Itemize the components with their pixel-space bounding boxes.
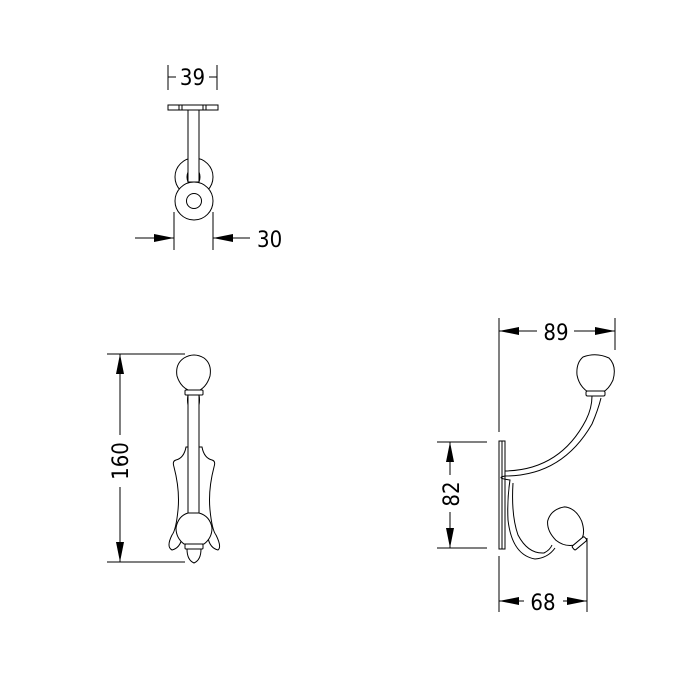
front-stem xyxy=(187,394,200,514)
upper-side-knob xyxy=(576,354,615,393)
dimension-82: 82 xyxy=(437,441,487,549)
dimension-160: 160 xyxy=(107,353,185,563)
dimension-label-lower-projection: 68 xyxy=(530,591,555,616)
front-view: 160 xyxy=(107,353,221,564)
lower-knob xyxy=(175,512,213,545)
dimension-39: 39 xyxy=(167,65,218,91)
top-view: 39 30 xyxy=(135,65,282,253)
dimension-label-plate-width: 39 xyxy=(180,66,205,91)
dimension-30: 30 xyxy=(135,212,282,253)
front-knob xyxy=(174,181,214,221)
side-view: 89 82 68 xyxy=(437,318,616,616)
dimension-label-plate-height: 82 xyxy=(440,481,465,506)
upper-arm xyxy=(504,395,593,472)
dimension-label-knob-diameter: 30 xyxy=(257,228,282,253)
lower-arm xyxy=(500,475,556,560)
dimension-label-total-projection: 89 xyxy=(543,321,568,346)
mounting-plate xyxy=(167,104,219,111)
dimension-89: 89 xyxy=(498,318,616,432)
upper-knob xyxy=(176,354,211,391)
dimension-68: 68 xyxy=(498,538,588,616)
stem xyxy=(187,109,200,183)
dimension-label-total-height: 160 xyxy=(109,442,134,480)
lower-side-knob xyxy=(547,506,585,546)
